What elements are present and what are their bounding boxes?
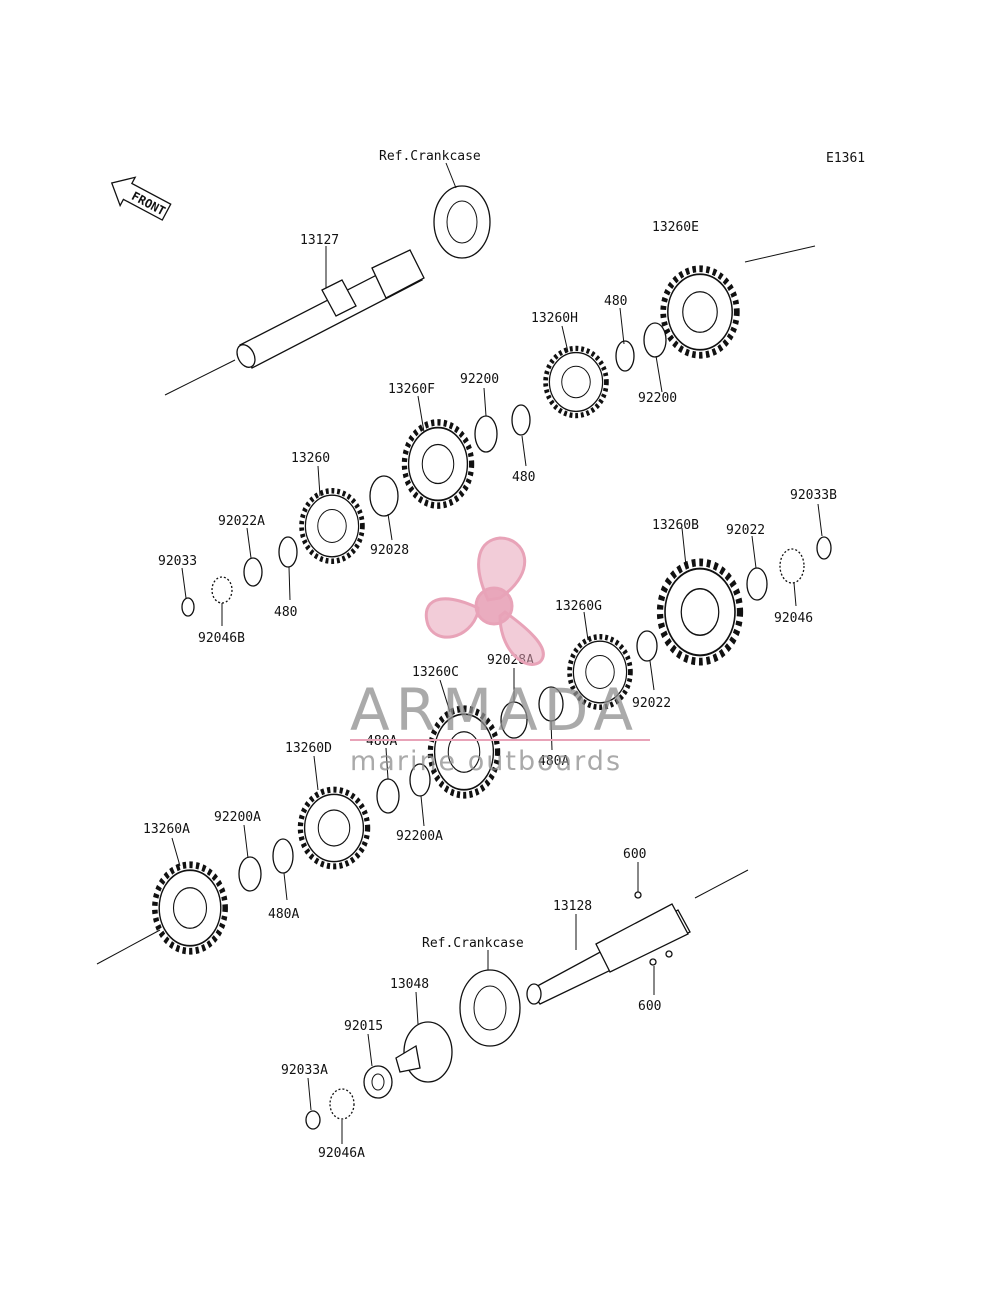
label-480A: 480A [268, 907, 299, 922]
label-92022A: 92022A [218, 514, 265, 529]
label-480: 480 [604, 294, 627, 309]
output-shaft-13128 [526, 891, 691, 1005]
label-ref-crankcase-bottom: Ref.Crankcase [422, 936, 524, 951]
label-13260A: 13260A [143, 822, 190, 837]
gear-13260F [404, 422, 471, 505]
bearing-top [433, 185, 491, 259]
label-480: 480 [274, 605, 297, 620]
needle-bearing-92046A [329, 1088, 355, 1120]
label-92200A: 92200A [214, 810, 261, 825]
label-92015: 92015 [344, 1019, 383, 1034]
gear-13260D [300, 790, 367, 867]
diagram-code: E1361 [826, 151, 865, 166]
gear-13260B [660, 562, 740, 661]
label-92200: 92200 [460, 372, 499, 387]
circlip-92033A [305, 1110, 321, 1130]
label-92022: 92022 [726, 523, 765, 538]
label-13048: 13048 [390, 977, 429, 992]
label-13260G: 13260G [555, 599, 602, 614]
label-13260H: 13260H [531, 311, 578, 326]
label-92033B: 92033B [790, 488, 837, 503]
label-13260B: 13260B [652, 518, 699, 533]
label-92200A: 92200A [396, 829, 443, 844]
label-ref-crankcase-top: Ref.Crankcase [379, 149, 481, 164]
input-shaft-13127 [164, 249, 425, 396]
label-480A: 480A [538, 754, 569, 769]
gear-13260H [546, 348, 607, 415]
label-13128: 13128 [553, 899, 592, 914]
label-92022: 92022 [632, 696, 671, 711]
label-92028: 92028 [370, 543, 409, 558]
label-92033A: 92033A [281, 1063, 328, 1078]
label-13260E: 13260E [652, 220, 699, 235]
label-13127: 13127 [300, 233, 339, 248]
sprocket-13048 [395, 1021, 453, 1083]
label-92033: 92033 [158, 554, 197, 569]
label-92046B: 92046B [198, 631, 245, 646]
washers [181, 322, 832, 892]
armada-watermark: ARMADA marine outboards [350, 536, 650, 777]
label-600: 600 [638, 999, 661, 1014]
watermark-tagline: marine outboards [350, 746, 622, 777]
watermark-brand: ARMADA [350, 676, 639, 744]
leader-lines [171, 162, 823, 1144]
label-92046A: 92046A [318, 1146, 365, 1161]
label-13260C: 13260C [412, 665, 459, 680]
propeller-logo-icon [424, 536, 545, 666]
label-13260: 13260 [291, 451, 330, 466]
gear-13260A [155, 865, 225, 951]
front-arrow-icon: FRONT [110, 176, 172, 221]
label-480A: 480A [366, 734, 397, 749]
gear-13260E [663, 269, 737, 355]
label-13260F: 13260F [388, 382, 435, 397]
label-13260D: 13260D [285, 741, 332, 756]
bearing-bottom [459, 969, 521, 1047]
label-92200: 92200 [638, 391, 677, 406]
label-92046: 92046 [774, 611, 813, 626]
label-480: 480 [512, 470, 535, 485]
gear-13260 [302, 491, 363, 561]
label-600: 600 [623, 847, 646, 862]
nut-92015 [363, 1065, 393, 1099]
